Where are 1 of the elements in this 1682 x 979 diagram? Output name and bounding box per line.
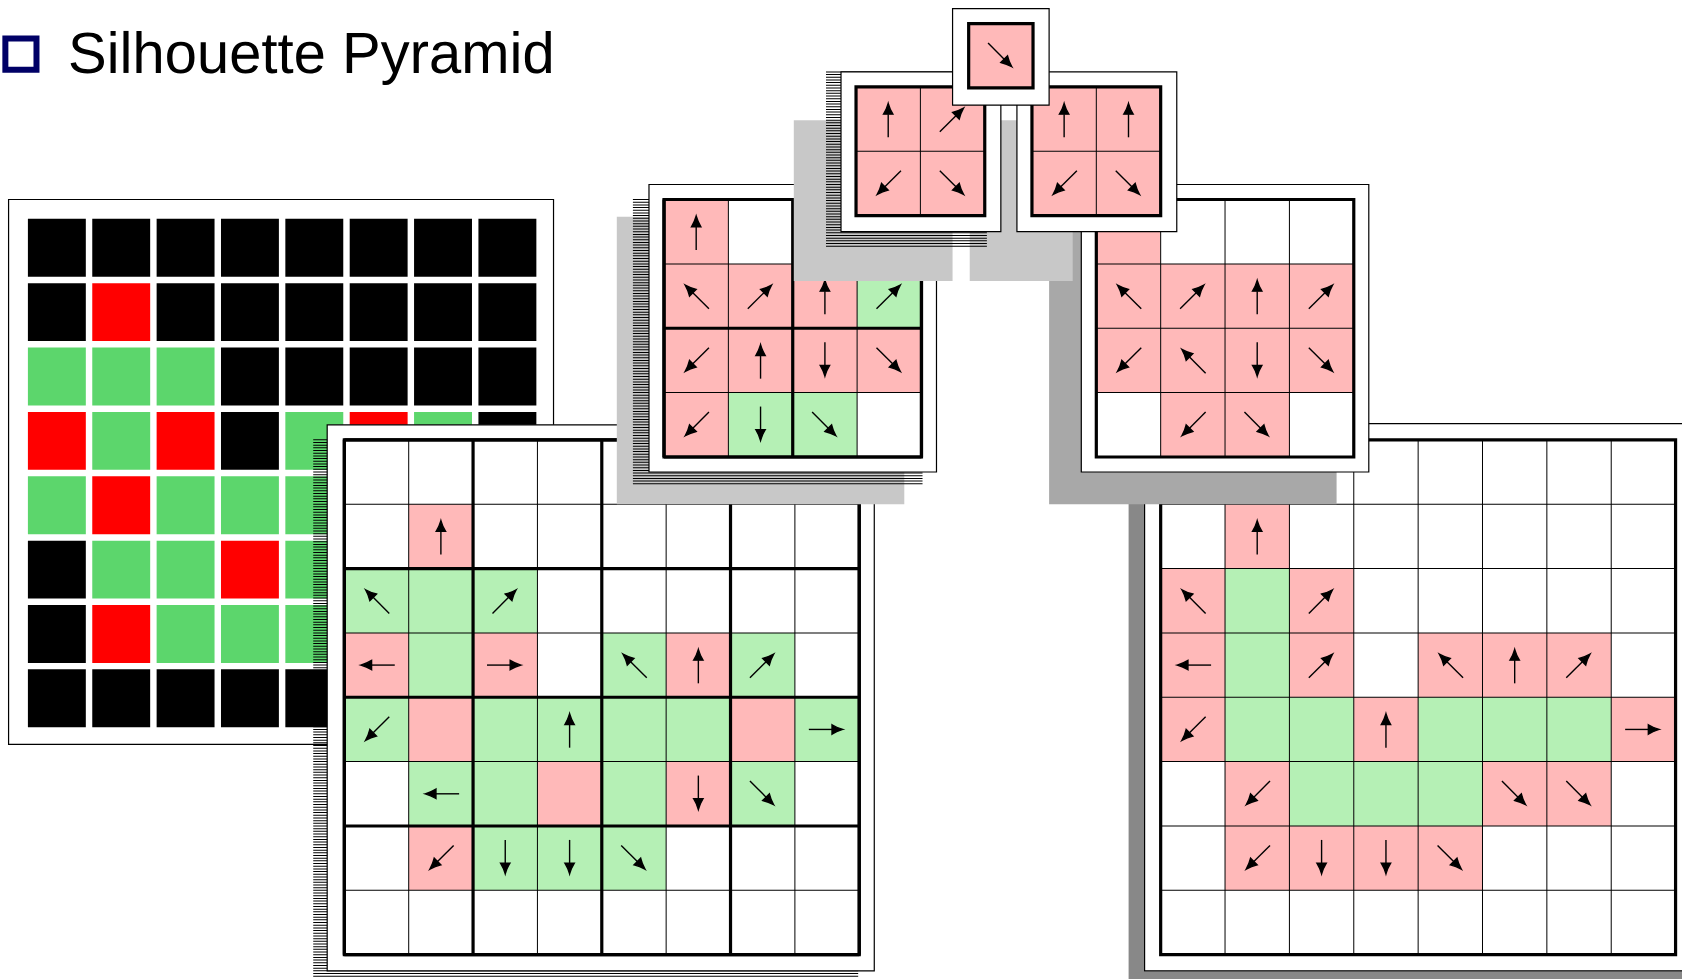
title: Silhouette Pyramid [70, 30, 551, 85]
